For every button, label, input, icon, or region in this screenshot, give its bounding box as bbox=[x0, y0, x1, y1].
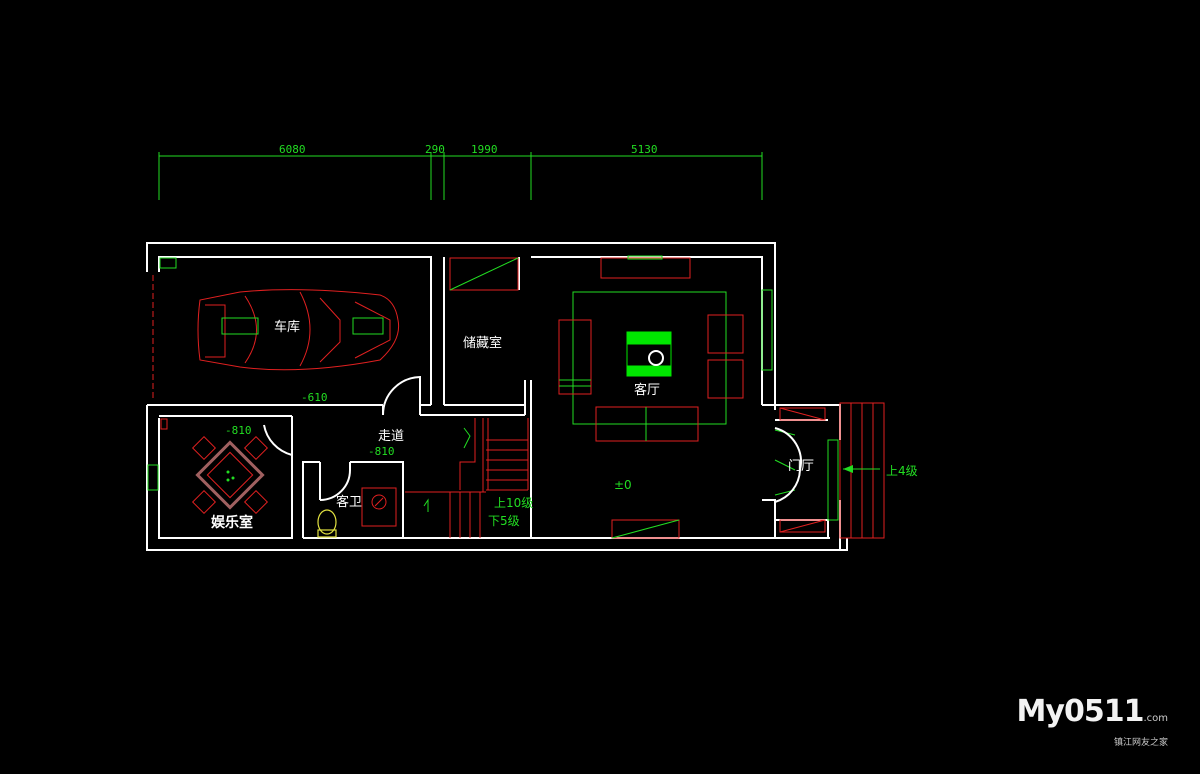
watermark-logo: My0511.com bbox=[1017, 697, 1168, 734]
room-label-foyer: 门厅 bbox=[788, 459, 814, 474]
dimension-label-3: 1990 bbox=[471, 143, 498, 156]
room-label-entertainment: 娱乐室 bbox=[211, 514, 253, 531]
living-room-area: 客厅 ±0 bbox=[558, 255, 744, 539]
watermark-tagline: 镇江网友之家 bbox=[1113, 738, 1168, 748]
room-label-corridor: 走道 bbox=[378, 429, 404, 444]
level-garage: -610 bbox=[301, 391, 328, 404]
dimension-label-4: 5130 bbox=[631, 143, 658, 156]
mahjong-table-icon bbox=[191, 435, 269, 515]
toilet-icon bbox=[317, 509, 337, 538]
staircase: 上10级 下5级 bbox=[405, 418, 533, 538]
entry-steps-label: 上4级 bbox=[886, 464, 918, 478]
sofa-left bbox=[558, 319, 592, 395]
garage-area: 车库 -610 bbox=[152, 275, 421, 416]
corridor-area: 走道 -810 bbox=[263, 416, 404, 458]
sofa-bottom bbox=[595, 406, 699, 442]
room-label-garage: 车库 bbox=[274, 319, 300, 335]
stairs-down-label: 下5级 bbox=[488, 514, 520, 528]
armchairs-right bbox=[707, 314, 744, 399]
walls bbox=[146, 242, 848, 551]
storage-area: 储藏室 bbox=[449, 257, 519, 351]
guest-bath-area: 客卫 bbox=[317, 462, 397, 538]
entry-steps bbox=[839, 402, 885, 539]
dimension-line: 6080 290 1990 5130 bbox=[158, 143, 763, 200]
dimension-label-1: 6080 bbox=[279, 143, 306, 156]
foyer-area: 门厅 上4级 bbox=[774, 402, 918, 539]
level-corridor: -810 bbox=[368, 445, 395, 458]
level-entertainment: -810 bbox=[225, 424, 252, 437]
watermark: My0511.com 镇江网友之家 bbox=[1017, 697, 1168, 749]
level-living: ±0 bbox=[614, 478, 632, 492]
car-icon bbox=[197, 289, 400, 371]
room-label-living: 客厅 bbox=[634, 382, 660, 398]
coffee-table bbox=[626, 331, 672, 377]
entertainment-room-area: -810 娱乐室 bbox=[160, 418, 269, 531]
room-label-storage: 储藏室 bbox=[463, 335, 502, 351]
watermark-domain: .com bbox=[1143, 713, 1168, 724]
dimension-label-2: 290 bbox=[425, 143, 445, 156]
watermark-logo-text: My0511 bbox=[1016, 694, 1145, 729]
room-label-guest-bath: 客卫 bbox=[336, 494, 362, 510]
stairs-up-label: 上10级 bbox=[494, 496, 533, 510]
